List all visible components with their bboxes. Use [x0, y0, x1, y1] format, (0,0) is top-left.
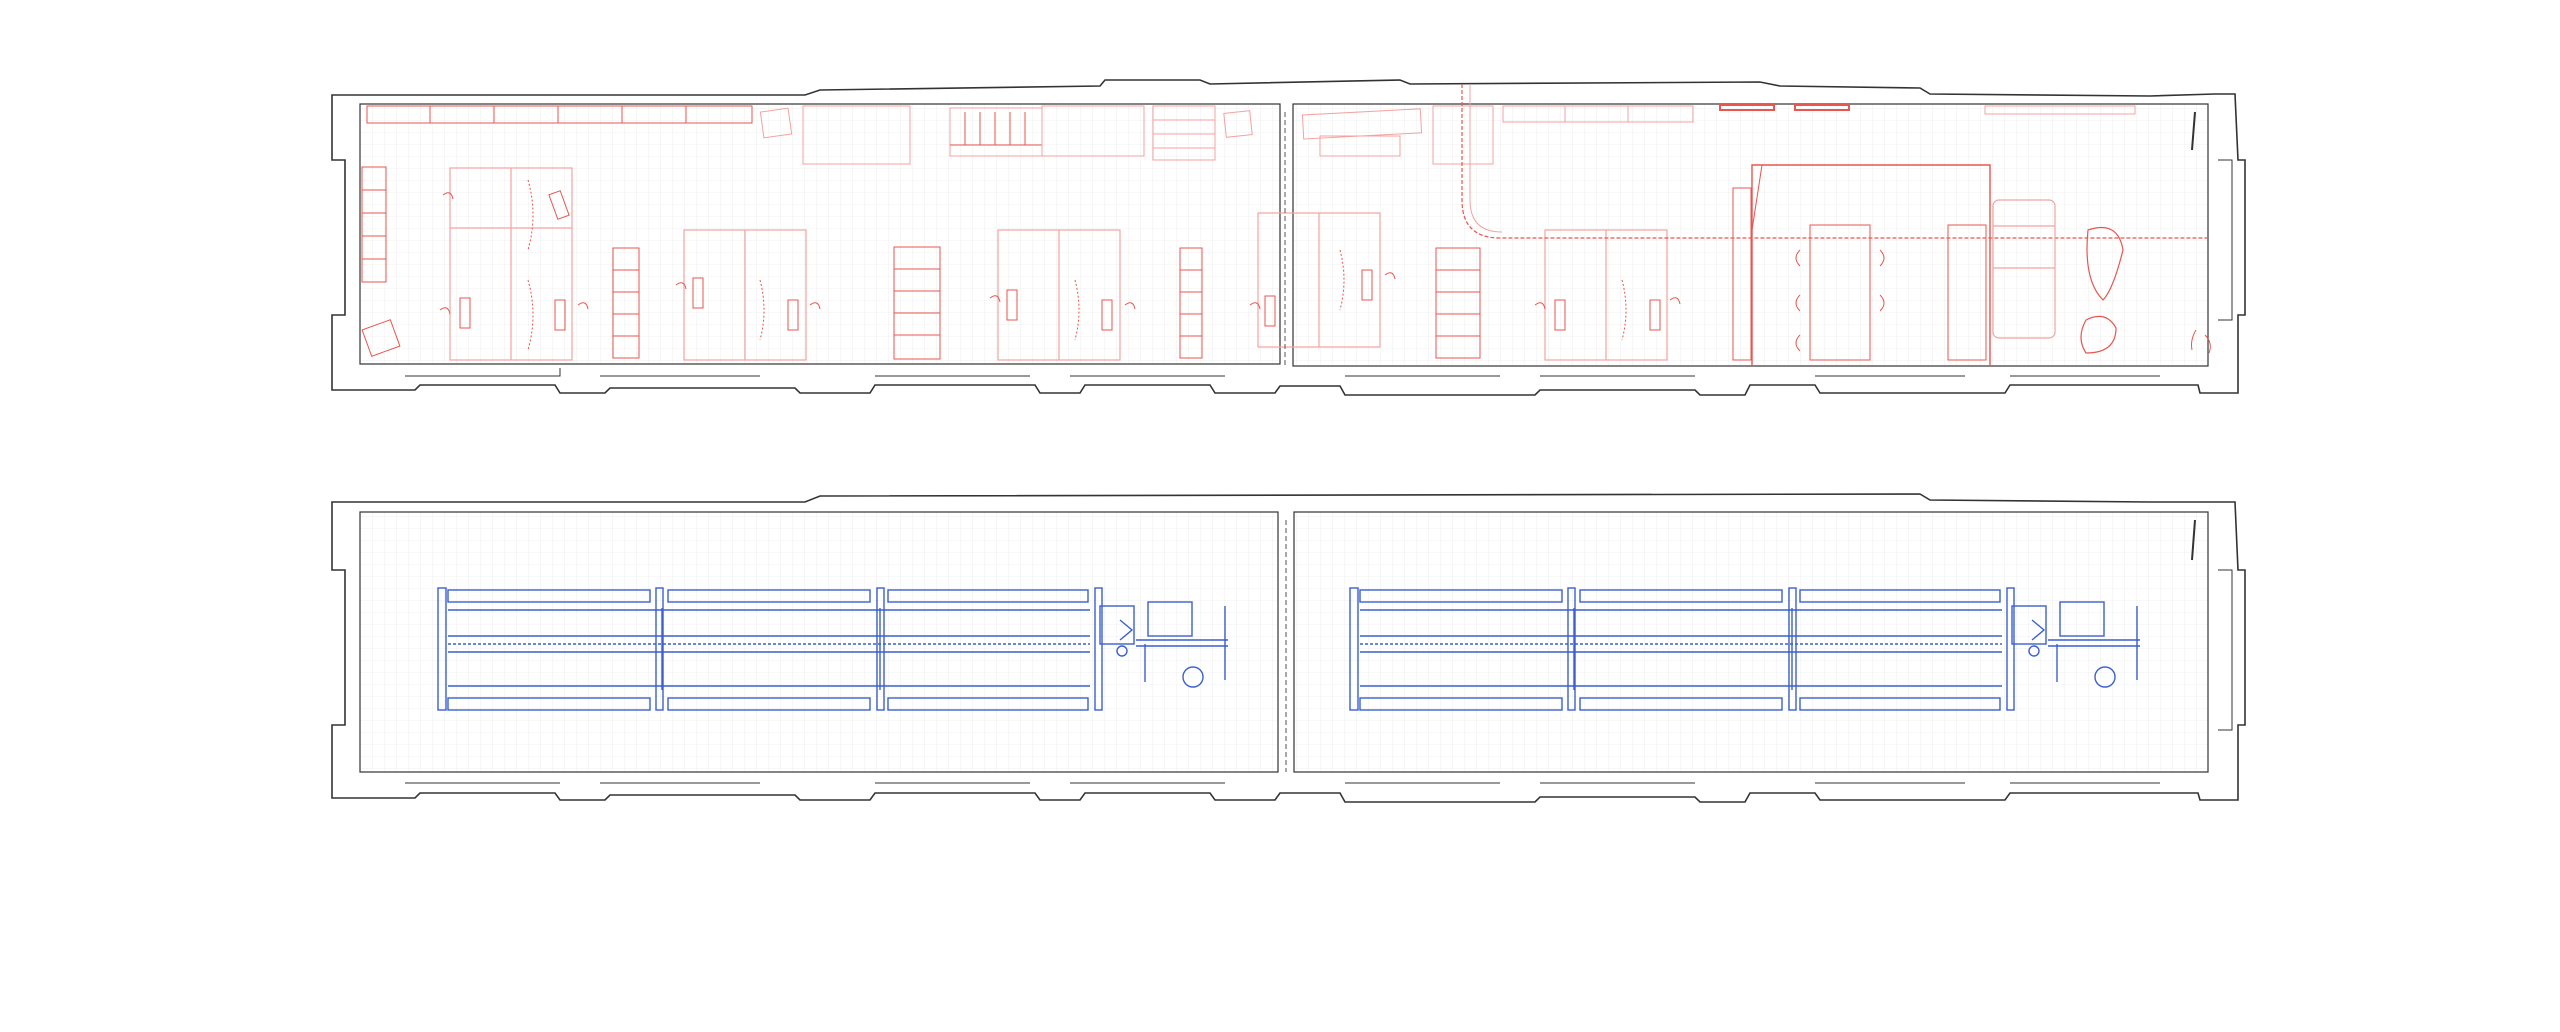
- workstation-details: [439, 179, 1681, 351]
- accent-strip: [1719, 104, 1775, 111]
- entry-door: [2191, 111, 2196, 151]
- meeting-room: [1732, 164, 1991, 365]
- shelving-run-left: [437, 587, 1228, 711]
- left-shelving: [361, 166, 387, 283]
- bookcases: [612, 246, 1481, 360]
- wall-cabinets: [366, 105, 753, 124]
- building-outline: [331, 79, 2246, 396]
- shelving-run-right: [1349, 587, 2140, 711]
- existing-layout-plan: [331, 79, 2246, 396]
- floor-left-room: [359, 511, 1279, 773]
- accent-strip: [1794, 104, 1850, 111]
- floor-right-room: [1293, 511, 2209, 773]
- floor-left-room: [359, 103, 1281, 365]
- shelving-layout-plan: [331, 493, 2246, 803]
- desk-clusters: [449, 167, 1668, 361]
- lounge: [1992, 199, 2124, 354]
- service-pipe: [1461, 84, 2208, 239]
- entry-door: [2191, 519, 2196, 561]
- building-outline: [331, 493, 2246, 803]
